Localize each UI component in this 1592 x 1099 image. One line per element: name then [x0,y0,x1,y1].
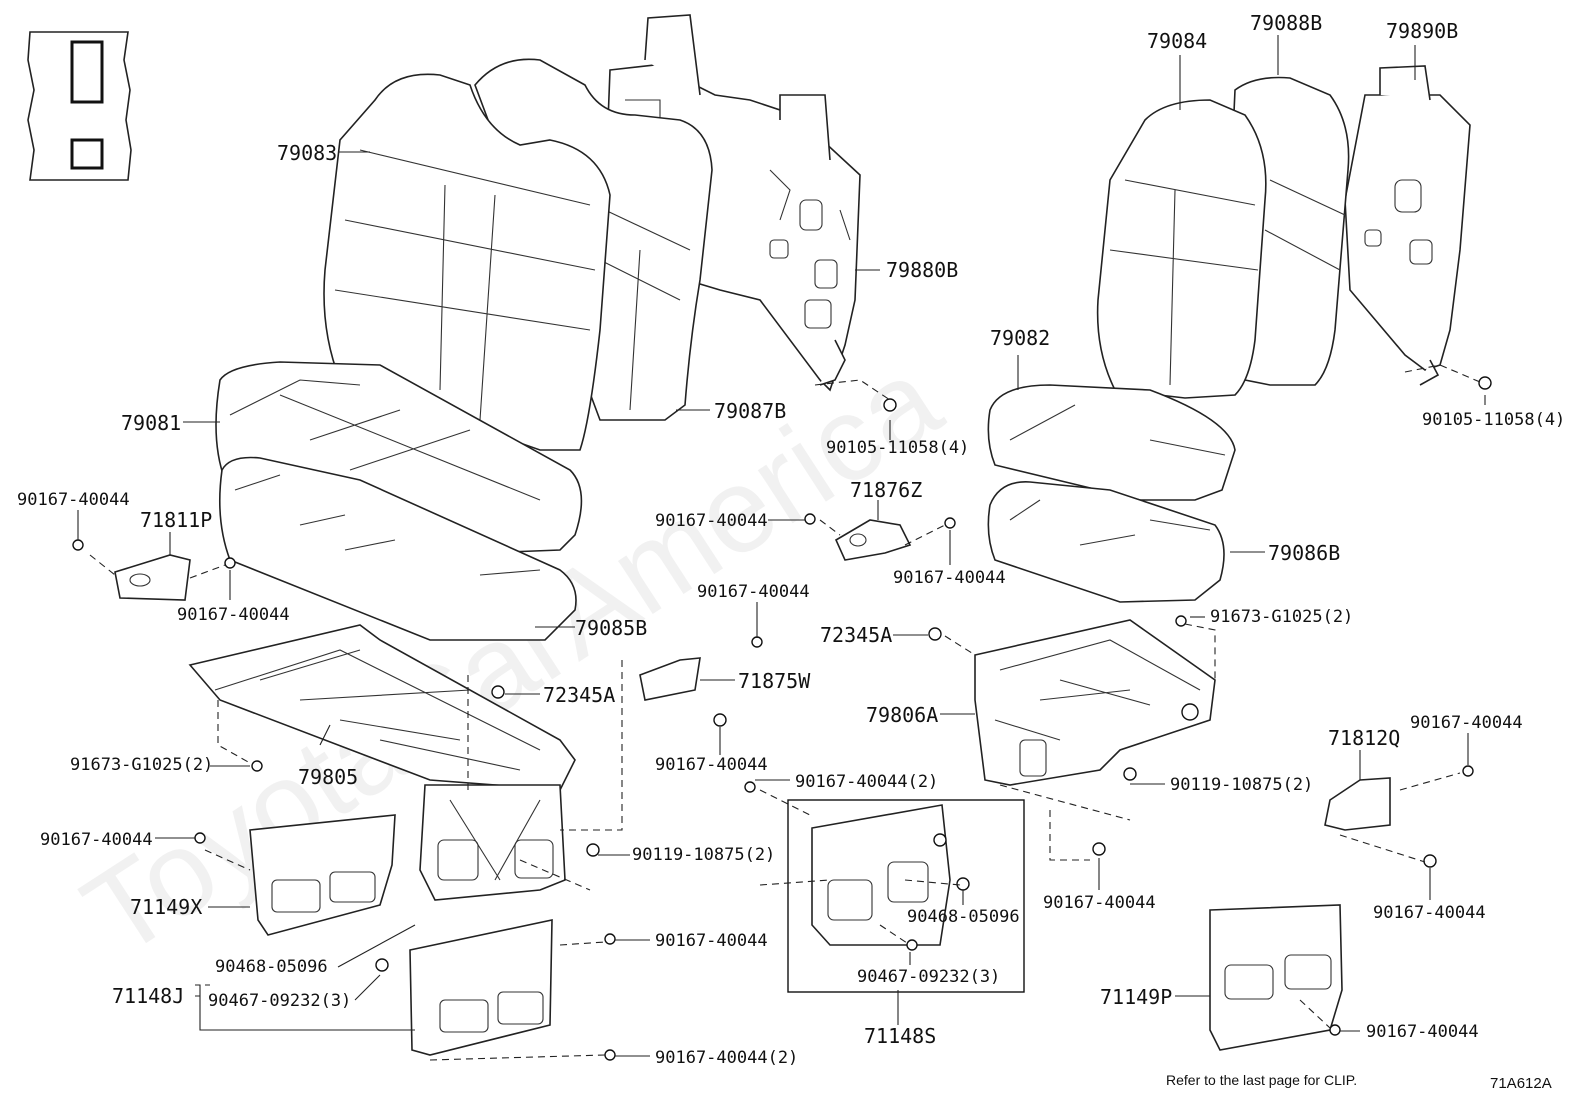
label-90119-10875-right: 90119-10875(2) [1170,775,1313,795]
label-79088b: 79088B [1250,11,1322,35]
label-79880b: 79880B [886,258,958,282]
label-79806a: 79806A [866,703,938,727]
label-71148j: 71148J [112,984,184,1008]
seat-frame-79806a [974,619,1216,786]
label-79084: 79084 [1147,29,1207,53]
leader-lines [77,35,1486,1057]
label-90167-40044-2-a: 90167-40044(2) [795,772,938,792]
callout-box-71148s [787,799,1025,993]
bracket-71876z [834,519,912,561]
diagram-code: 71A612A [1490,1075,1552,1092]
label-79890b: 79890B [1386,19,1458,43]
cover-71148s [811,804,951,946]
label-90167-40044-f: 90167-40044 [1410,713,1523,733]
label-90167-40044-g: 90167-40044 [655,755,768,775]
label-91673-g1025-left: 91673-G1025(2) [70,755,213,775]
label-71148s: 71148S [864,1024,936,1048]
label-79081: 79081 [121,411,181,435]
label-79805: 79805 [298,765,358,789]
label-71811p: 71811P [140,508,212,532]
label-90167-40044-a: 90167-40044 [17,490,130,510]
label-90467-09232-right: 90467-09232(3) [857,967,1000,987]
seat-back-cover-79084 [1096,99,1267,399]
seat-cushion-pad-79082 [987,384,1236,501]
bracket-71875w [639,657,701,701]
label-90119-10875-left: 90119-10875(2) [632,845,775,865]
label-90468-05096-right: 90468-05096 [907,907,1020,927]
label-79086b: 79086B [1268,541,1340,565]
label-90167-40044-c: 90167-40044 [893,568,1006,588]
label-90167-40044-2-b: 90167-40044(2) [655,1048,798,1068]
label-90468-05096-left: 90468-05096 [215,957,328,977]
cover-71149x [249,814,396,936]
label-71812q: 71812Q [1328,726,1400,750]
seat-cushion-cover-79085b [218,456,577,641]
seat-back-cover-79083 [323,73,611,451]
label-91673-g1025-right: 91673-G1025(2) [1210,607,1353,627]
label-90167-40044-e: 90167-40044 [177,605,290,625]
label-90105-11058-left: 90105-11058(4) [826,438,969,458]
label-90167-40044-i: 90167-40044 [1043,893,1156,913]
label-79087b: 79087B [714,399,786,423]
label-71875w: 71875W [738,669,811,693]
label-79083: 79083 [277,141,337,165]
label-90167-40044-h: 90167-40044 [40,830,153,850]
label-72345a-right: 72345A [820,623,892,647]
cover-71149p [1209,904,1343,1051]
label-79082: 79082 [990,326,1050,350]
seat-locator-icon [27,31,132,181]
footer-note: Refer to the last page for CLIP. [1166,1072,1357,1088]
assembly-dashes [89,364,1481,1061]
label-72345a-left: 72345A [543,683,615,707]
part-labels: 79083 79084 79088B 79890B 79880B 79087B … [17,11,1565,1068]
bracket-71812q [1324,777,1391,831]
label-90167-40044-k: 90167-40044 [655,931,768,951]
label-90167-40044-b: 90167-40044 [655,511,768,531]
label-90167-40044-j: 90167-40044 [1373,903,1486,923]
bracket-71811p [114,554,191,601]
label-71149x: 71149X [130,895,202,919]
seat-frame-79805 [188,624,576,901]
label-71149p: 71149P [1100,985,1172,1009]
label-79085b: 79085B [575,616,647,640]
fastener-bolts [72,376,1492,1061]
label-90167-40044-l: 90167-40044 [1366,1022,1479,1042]
label-90467-09232-left: 90467-09232(3) [208,991,351,1011]
label-71876z: 71876Z [850,478,922,502]
seat-cushion-cover-79086b [987,481,1225,603]
label-90167-40044-d: 90167-40044 [697,582,810,602]
cover-71148j [409,919,553,1056]
label-90105-11058-right: 90105-11058(4) [1422,410,1565,430]
seat-back-frame-79890b [1344,65,1471,386]
